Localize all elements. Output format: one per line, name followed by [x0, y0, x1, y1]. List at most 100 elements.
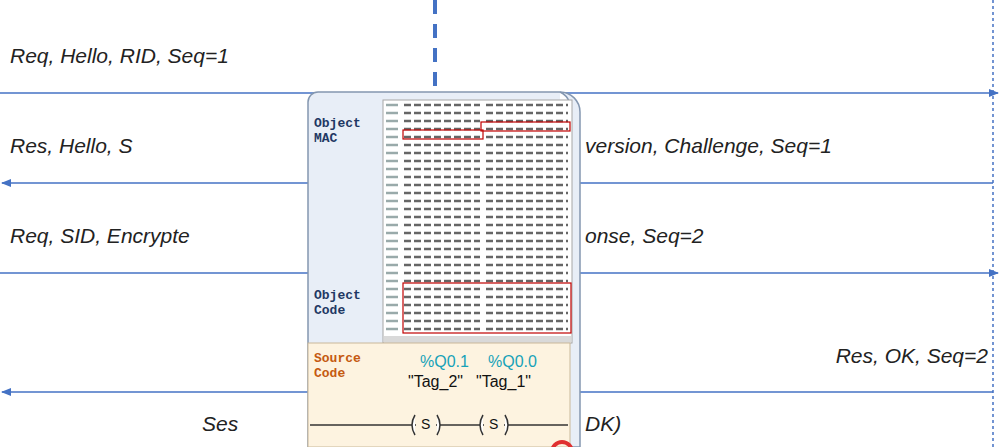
hex-bytes [404, 304, 480, 307]
hex-offset [386, 328, 398, 331]
hex-bytes [486, 248, 568, 251]
hex-bytes [404, 320, 480, 323]
hex-bytes [486, 152, 568, 155]
lifeline [992, 0, 994, 447]
panel-heading: Object MAC [314, 116, 374, 146]
hex-offset [386, 120, 398, 123]
hex-offset [386, 232, 398, 235]
hex-bytes [486, 328, 568, 331]
panel-heading: Object Code [314, 288, 374, 318]
status-bar [384, 336, 571, 343]
hex-bytes [486, 104, 568, 107]
ladder-text: %Q0.1 [420, 353, 469, 371]
hex-offset [386, 320, 398, 323]
ladder-text: "Tag_1" [476, 373, 531, 391]
message-label: Req, Hello, RID, Seq=1 [8, 44, 231, 68]
message-label: Res, Hello, S [8, 134, 135, 158]
hex-bytes [486, 264, 568, 267]
hex-bytes [404, 264, 480, 267]
hex-bytes [486, 280, 568, 283]
hex-bytes [486, 240, 568, 243]
coil-gap [416, 416, 436, 434]
coil-gap [484, 416, 504, 434]
hex-bytes [404, 184, 480, 187]
hex-bytes [486, 112, 568, 115]
scroll-card: Object MACObject CodeSource Code%Q0.1%Q0… [308, 92, 580, 447]
hex-bytes [404, 288, 480, 291]
hex-bytes [404, 160, 480, 163]
hex-bytes [486, 272, 568, 275]
hex-offset [386, 256, 398, 259]
hex-bytes [404, 200, 480, 203]
hex-offset [386, 104, 398, 107]
hex-bytes [404, 208, 480, 211]
source-panel [308, 343, 570, 447]
hex-offset [386, 248, 398, 251]
hex-offset [386, 208, 398, 211]
hex-bytes [404, 120, 480, 123]
message-label: version, Challenge, Seq=1 [583, 134, 834, 158]
hex-bytes [404, 168, 480, 171]
hex-bytes [404, 240, 480, 243]
set-coil [412, 415, 440, 435]
hex-bytes [486, 232, 568, 235]
message-arrow [0, 272, 998, 274]
hex-bytes [486, 192, 568, 195]
hex-offset [386, 144, 398, 147]
hex-bytes [486, 128, 568, 131]
hex-bytes [404, 256, 480, 259]
hex-bytes [486, 288, 568, 291]
hex-bytes [486, 216, 568, 219]
hex-bytes [486, 312, 568, 315]
message-label: onse, Seq=2 [583, 224, 706, 248]
message-label: Ses [200, 412, 240, 436]
hex-bytes [404, 112, 480, 115]
hex-bytes [486, 184, 568, 187]
hex-offset [386, 224, 398, 227]
hex-bytes [404, 312, 480, 315]
message-label: Req, SID, Encrypte [8, 224, 192, 248]
hex-offset [386, 128, 398, 131]
hex-bytes [404, 144, 480, 147]
hex-bytes [486, 296, 568, 299]
scroll-outline [308, 92, 580, 447]
hex-bytes [404, 216, 480, 219]
hex-offset [386, 216, 398, 219]
hex-offset [386, 168, 398, 171]
hex-bytes [404, 136, 480, 139]
hex-bytes [404, 224, 480, 227]
hex-bytes [404, 232, 480, 235]
hex-bytes [486, 320, 568, 323]
hex-bytes [486, 208, 568, 211]
hex-bytes [404, 192, 480, 195]
hex-offset [386, 192, 398, 195]
hex-offset [386, 200, 398, 203]
lifeline [433, 0, 437, 88]
hex-offset [386, 152, 398, 155]
hex-offset [386, 272, 398, 275]
hex-offset [386, 304, 398, 307]
hex-bytes [404, 176, 480, 179]
red-mark [552, 442, 572, 447]
hex-offset [386, 296, 398, 299]
hex-bytes [486, 144, 568, 147]
hex-bytes [404, 104, 480, 107]
mac-highlight [481, 122, 570, 131]
ladder-text: "Tag_2" [408, 373, 463, 391]
hex-dump [383, 100, 572, 343]
hex-bytes [486, 200, 568, 203]
hex-offset [386, 240, 398, 243]
source-code-panel: Source Code%Q0.1%Q0.0"Tag_2""Tag_1"SS [308, 343, 570, 447]
hex-offset [386, 264, 398, 267]
hex-offset [386, 288, 398, 291]
hex-bytes [404, 248, 480, 251]
hex-bytes [486, 176, 568, 179]
ladder-text: S [489, 417, 498, 432]
hex-bytes [486, 160, 568, 163]
hex-rows [386, 105, 568, 329]
hex-bytes [404, 272, 480, 275]
hex-offset [386, 112, 398, 115]
hex-offset [386, 160, 398, 163]
ladder-text: %Q0.0 [488, 353, 537, 371]
